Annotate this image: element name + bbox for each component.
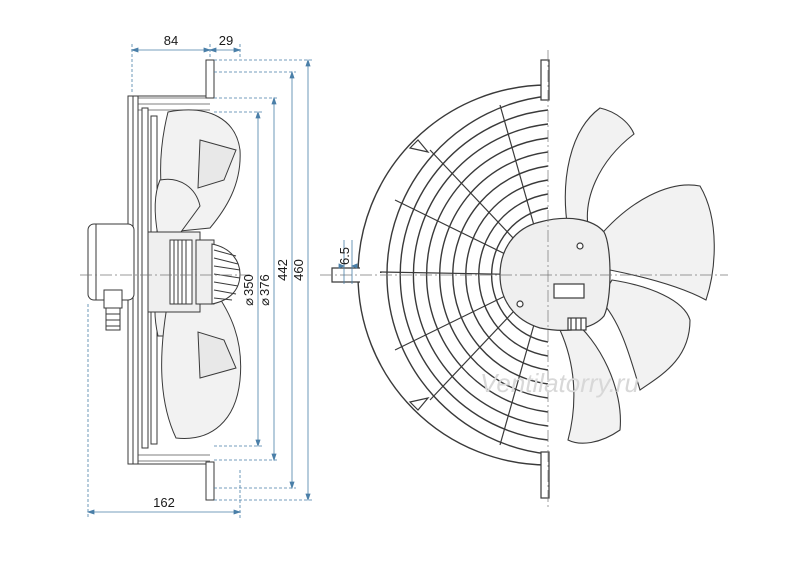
- center-lines: [80, 50, 728, 510]
- dim-350-label: 350: [241, 274, 256, 296]
- dim-6-5-label: 6.5: [337, 247, 352, 265]
- front-view: [331, 59, 715, 499]
- side-view: [87, 59, 242, 501]
- diameter-symbol-376: ⌀: [257, 298, 272, 306]
- dim-162-label: 162: [153, 495, 175, 510]
- dim-29-label: 29: [219, 33, 233, 48]
- dim-84-label: 84: [164, 33, 178, 48]
- dimension-labels: 84 29 162 ⌀ 350 ⌀ 376 442 460 6.5: [153, 33, 352, 510]
- side-terminal-box: [87, 223, 135, 331]
- side-hub: [147, 231, 241, 313]
- dim-442-label: 442: [275, 259, 290, 281]
- dim-376-label: 376: [257, 274, 272, 296]
- side-mounting-flange: [205, 59, 215, 501]
- watermark: Ventilatorry.ru: [480, 368, 639, 398]
- dim-460-label: 460: [291, 259, 306, 281]
- dimension-lines: [86, 44, 358, 518]
- diameter-symbol-350: ⌀: [241, 298, 256, 306]
- front-blades: [559, 107, 715, 444]
- front-hub: [499, 217, 611, 331]
- front-guard-feet: [331, 59, 550, 499]
